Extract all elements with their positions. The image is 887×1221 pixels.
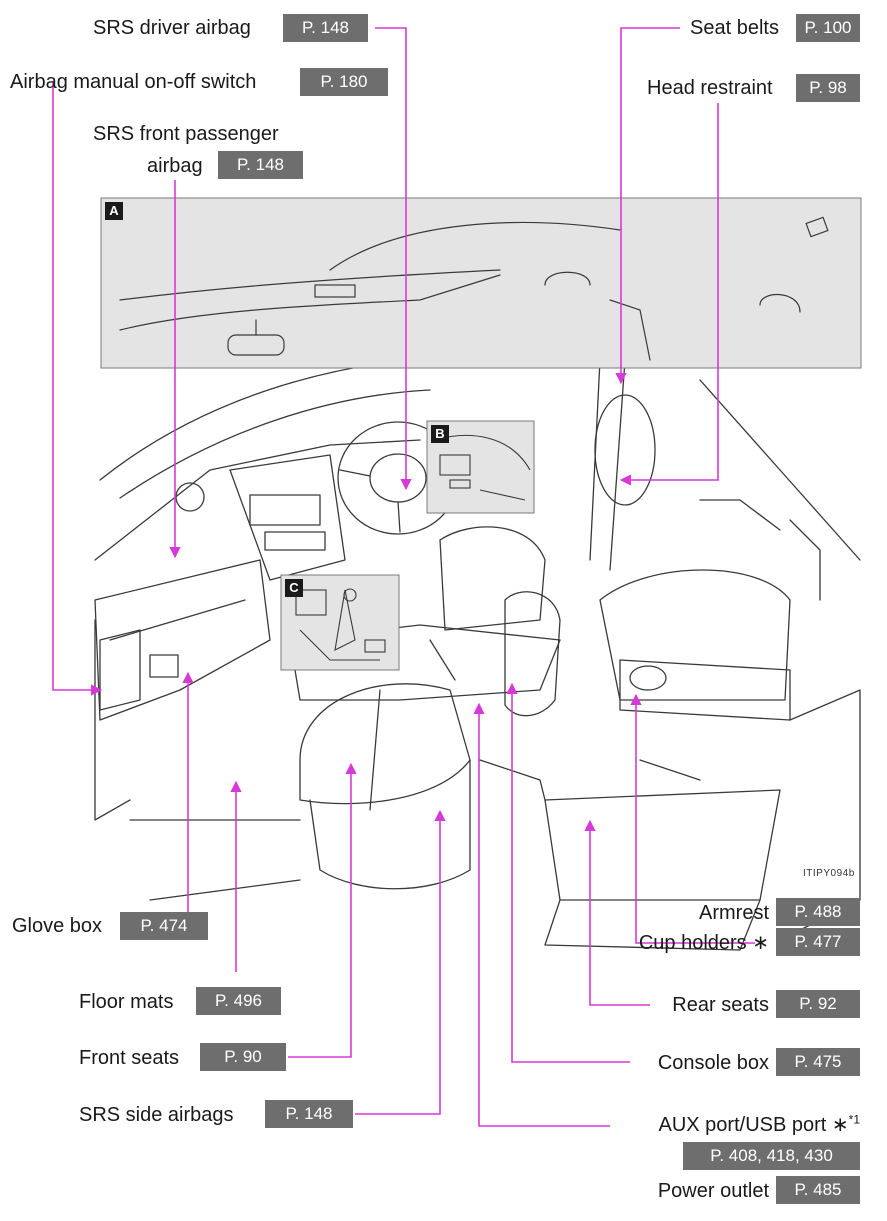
- inset-tag-b: B: [431, 425, 449, 443]
- label-seat-belts: Seat belts: [690, 17, 779, 39]
- label-airbag-switch: Airbag manual on-off switch: [10, 71, 257, 93]
- ref-front-seats[interactable]: P. 90: [200, 1043, 286, 1071]
- ref-head-restraint[interactable]: P. 98: [796, 74, 860, 102]
- ref-power-outlet[interactable]: P. 485: [776, 1176, 860, 1204]
- label-head-restraint: Head restraint: [647, 77, 773, 99]
- inset-tag-c: C: [285, 579, 303, 597]
- label-console-box: Console box: [657, 1052, 769, 1074]
- ref-airbag-switch[interactable]: P. 180: [300, 68, 388, 96]
- label-power-outlet: Power outlet: [657, 1180, 769, 1202]
- ref-front-passenger[interactable]: P. 148: [218, 151, 303, 179]
- ref-side-airbags[interactable]: P. 148: [265, 1100, 353, 1128]
- label-front-passenger-line2: airbag: [147, 155, 203, 177]
- ref-srs-driver-airbag[interactable]: P. 148: [283, 14, 368, 42]
- ref-armrest[interactable]: P. 488: [776, 898, 860, 926]
- label-glove-box: Glove box: [12, 915, 103, 937]
- ref-console-box[interactable]: P. 475: [776, 1048, 860, 1076]
- inset-tag-a: A: [105, 202, 123, 220]
- label-side-airbags: SRS side airbags: [79, 1104, 234, 1126]
- ref-seat-belts[interactable]: P. 100: [796, 14, 860, 42]
- label-floor-mats: Floor mats: [79, 991, 174, 1013]
- label-aux-usb-text: AUX port/USB port ∗: [658, 1114, 849, 1136]
- label-front-passenger-line1: SRS front passenger: [93, 123, 279, 145]
- label-armrest: Armrest: [699, 902, 769, 924]
- figure-code: ITIPY094b: [803, 868, 855, 879]
- ref-rear-seats[interactable]: P. 92: [776, 990, 860, 1018]
- ref-floor-mats[interactable]: P. 496: [196, 987, 281, 1015]
- label-rear-seats: Rear seats: [672, 994, 769, 1016]
- ref-glove-box[interactable]: P. 474: [120, 912, 208, 940]
- label-aux-usb-footnote: *1: [848, 1112, 860, 1127]
- ref-aux-usb[interactable]: P. 408, 418, 430: [683, 1142, 860, 1170]
- label-srs-driver-airbag: SRS driver airbag: [93, 17, 251, 39]
- label-front-seats: Front seats: [79, 1047, 180, 1069]
- ref-cup-holders[interactable]: P. 477: [776, 928, 860, 956]
- label-aux-usb: AUX port/USB port ∗*1: [659, 1112, 861, 1138]
- label-cup-holders: Cup holders ∗: [638, 932, 769, 954]
